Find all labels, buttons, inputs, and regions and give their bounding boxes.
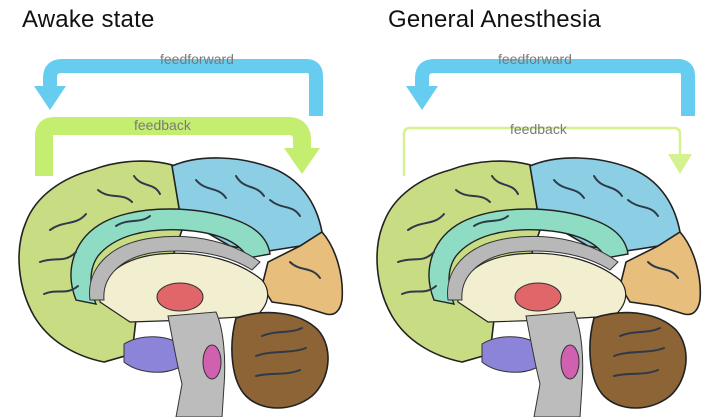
feedforward-arrow: feedforward xyxy=(406,51,688,116)
cerebellum xyxy=(232,313,328,408)
thalamus xyxy=(157,283,203,311)
feedforward-label: feedforward xyxy=(498,51,572,67)
anesthesia-panel: General Anesthesia feedforward feedback xyxy=(358,0,716,417)
awake-brain-diagram: feedforward feedback xyxy=(0,0,358,417)
feedback-label: feedback xyxy=(510,121,568,137)
awake-state-panel: Awake state feedforward feedback xyxy=(0,0,358,417)
feedforward-arrow: feedforward xyxy=(34,51,316,116)
feedforward-label: feedforward xyxy=(160,51,234,67)
thalamus xyxy=(515,283,561,311)
brain-sagittal xyxy=(19,158,342,417)
cerebellum xyxy=(590,313,686,408)
feedback-label: feedback xyxy=(134,117,192,133)
pons xyxy=(561,345,579,379)
pons xyxy=(203,345,221,379)
brain-sagittal xyxy=(377,158,700,417)
anesthesia-brain-diagram: feedforward feedback xyxy=(358,0,716,417)
